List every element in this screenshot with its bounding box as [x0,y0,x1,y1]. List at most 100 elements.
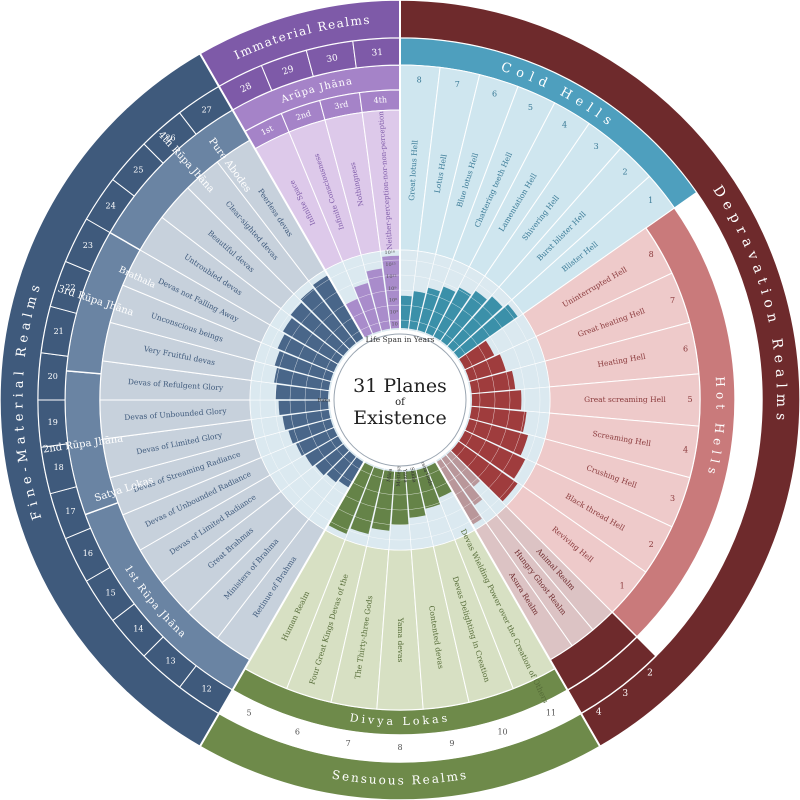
inner-label-4: Sakka [408,467,417,483]
label-sensuous-realms: Sensuous Realms [331,768,469,788]
bar-sen-3 [391,471,409,525]
title-line-1: 31 Planes [353,375,447,397]
hot-hell-number-1: 1 [620,581,625,590]
bar-fm-6 [282,409,331,430]
bar-sen-5 [350,467,384,535]
scale-tick-6: 10¹⁸ [384,250,394,256]
realm-number-22: 22 [65,283,75,292]
realm-number-5: 5 [246,709,251,718]
bar-hot-0 [459,340,495,370]
inner-label-0: Baka [318,398,331,404]
cold-hell-number-3: 3 [594,142,599,151]
cold-hell-number-4: 4 [562,121,567,130]
realm-number-29: 29 [281,64,295,77]
bar-fm-0 [338,457,364,488]
inner-label-3: Yama [401,468,408,483]
bar-fm-10 [274,351,334,381]
bar-hot-4 [469,406,527,433]
cold-hell-number-5: 5 [528,103,533,112]
bar-fm-8 [275,384,329,400]
realm-number-13: 13 [165,657,175,666]
bar-hot-5 [465,419,529,456]
scale-tick-1: 10³ [390,310,398,316]
scale-tick-0: 10 [392,322,398,328]
scale-tick-5: 10¹⁵ [385,262,395,268]
realm-number-31: 31 [371,48,383,59]
realm-number-17: 17 [65,507,75,516]
divider-3 [199,456,368,747]
realm-number-7: 7 [346,739,351,748]
hot-hell-number-6: 6 [683,345,688,354]
scale-tick-4: 10¹² [386,274,396,280]
bar-fm-5 [288,419,334,444]
lifespan-bars-layer [249,249,551,551]
cold-hell-number-7: 7 [455,80,460,89]
bar-arupa-1 [354,282,381,334]
inner-label-2: Metteya [396,466,402,487]
title-line-2: of [395,397,406,408]
scale-tick-2: 10⁶ [389,298,397,304]
realm-number-23: 23 [83,241,93,250]
cold-hell-number-8: 8 [417,76,422,85]
bar-cold-4 [433,287,472,341]
bar-hot-3 [471,390,522,410]
arupa-level-label-3rd: 3rd [334,100,350,112]
divider-0 [199,53,368,344]
arupa-level-label-4th: 4th [373,95,387,105]
bar-fm-7 [278,400,329,416]
arupa-level-label-4th-textpath: 4th [373,95,387,105]
bar-sen-0 [426,462,452,498]
realm-number-12: 12 [202,684,212,693]
bar-dep-0 [446,451,480,487]
bar-dep-1 [441,455,483,506]
bar-fm-2 [315,444,349,476]
bar-arupa-2 [366,268,391,331]
realm-number-29-textpath: 29 [281,64,295,77]
arupa-level-label-3rd-textpath: 3rd [334,100,350,112]
num-cell-9 [424,726,482,762]
bar-cold-1 [409,290,426,330]
realm-number-18: 18 [54,463,64,472]
depravation-number-4: 4 [596,708,602,718]
label-sensuous-realms-textpath: Sensuous Realms [331,768,467,788]
depravation-number-2: 2 [647,668,653,678]
bar-fm-12 [283,318,343,364]
num-cell-6 [267,711,327,754]
scale-tick-3: 10⁹ [388,286,396,292]
bar-sen-1 [416,467,441,509]
hot-hell-name-5: Great screaming Hell [584,395,666,404]
bar-arupa-3 [382,255,400,329]
num-cell-7 [318,726,376,762]
realm-number-16: 16 [83,549,93,558]
bar-fm-11 [277,334,338,372]
realm-number-10: 10 [497,728,507,737]
realm-number-11: 11 [546,709,556,718]
bar-hot-2 [469,370,516,394]
hot-hell-number-7: 7 [670,296,675,305]
bar-sen-2 [405,470,426,518]
hot-hell-number-4: 4 [683,445,688,454]
bar-fm-1 [326,451,356,483]
realm-number-31-textpath: 31 [371,48,383,59]
bar-fm-9 [274,367,331,391]
lifespan-label: Life Span in Years [366,335,435,344]
depravation-number-3: 3 [622,689,628,699]
cold-hell-name-8: Great lotus Hell [407,139,420,201]
realm-number-21: 21 [54,327,64,336]
inner-label-1: Māra [386,468,394,482]
title-line-3: Existence [353,407,446,429]
sensuous-name-8: Yama devas [396,617,405,663]
realm-number-8: 8 [397,743,402,752]
label-divya-lokas: Divya Lokas [349,711,451,728]
realm-number-30-textpath: 30 [326,53,339,65]
realm-number-26: 26 [165,133,175,142]
num-cell-11 [521,689,582,738]
bar-fm-14 [300,288,356,349]
hot-hell-number-3: 3 [670,494,675,503]
bar-hot-6 [459,430,526,479]
bar-cold-5 [441,290,487,346]
bar-cold-6 [447,296,503,352]
